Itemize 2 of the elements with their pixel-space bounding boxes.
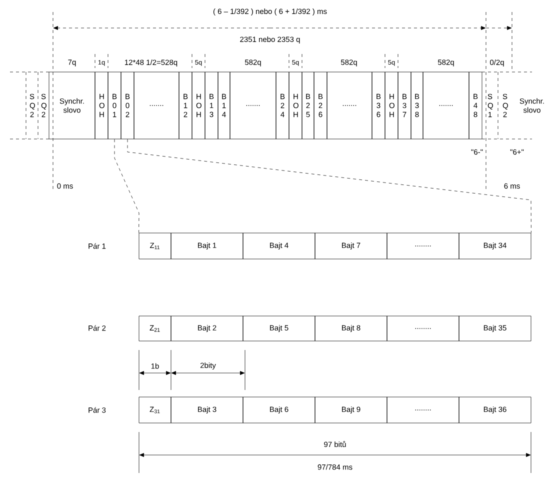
zoom-line	[114, 139, 140, 233]
zoom-line	[127, 139, 532, 233]
